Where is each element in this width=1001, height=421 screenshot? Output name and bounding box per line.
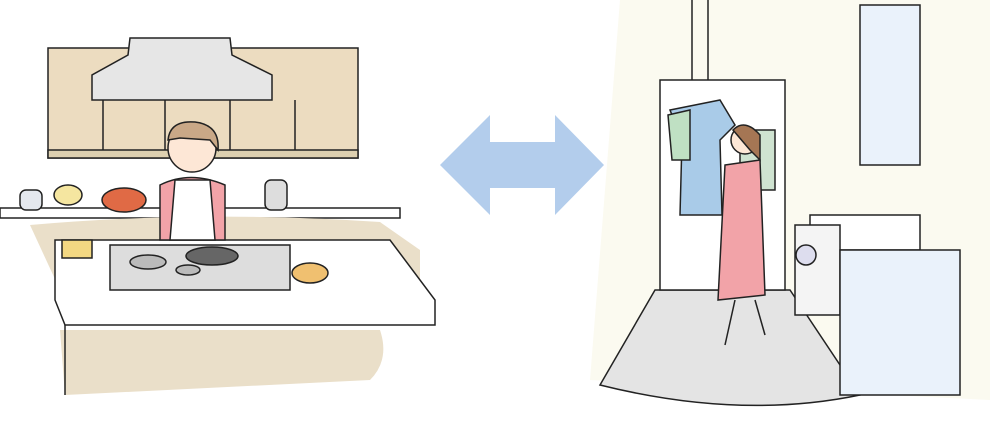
woman-cooking [159,121,226,241]
pot [101,187,147,213]
washing-machine [794,224,841,316]
storage-cabinet [839,249,961,396]
frying-pan [185,246,239,266]
kitchen-scene [0,37,436,395]
laundry-scene [590,0,990,407]
double-arrow-icon [440,115,604,215]
floor [598,289,862,407]
woman-hanging-laundry [717,124,766,346]
wall-cabinet [859,4,921,166]
range-hood [91,37,273,101]
